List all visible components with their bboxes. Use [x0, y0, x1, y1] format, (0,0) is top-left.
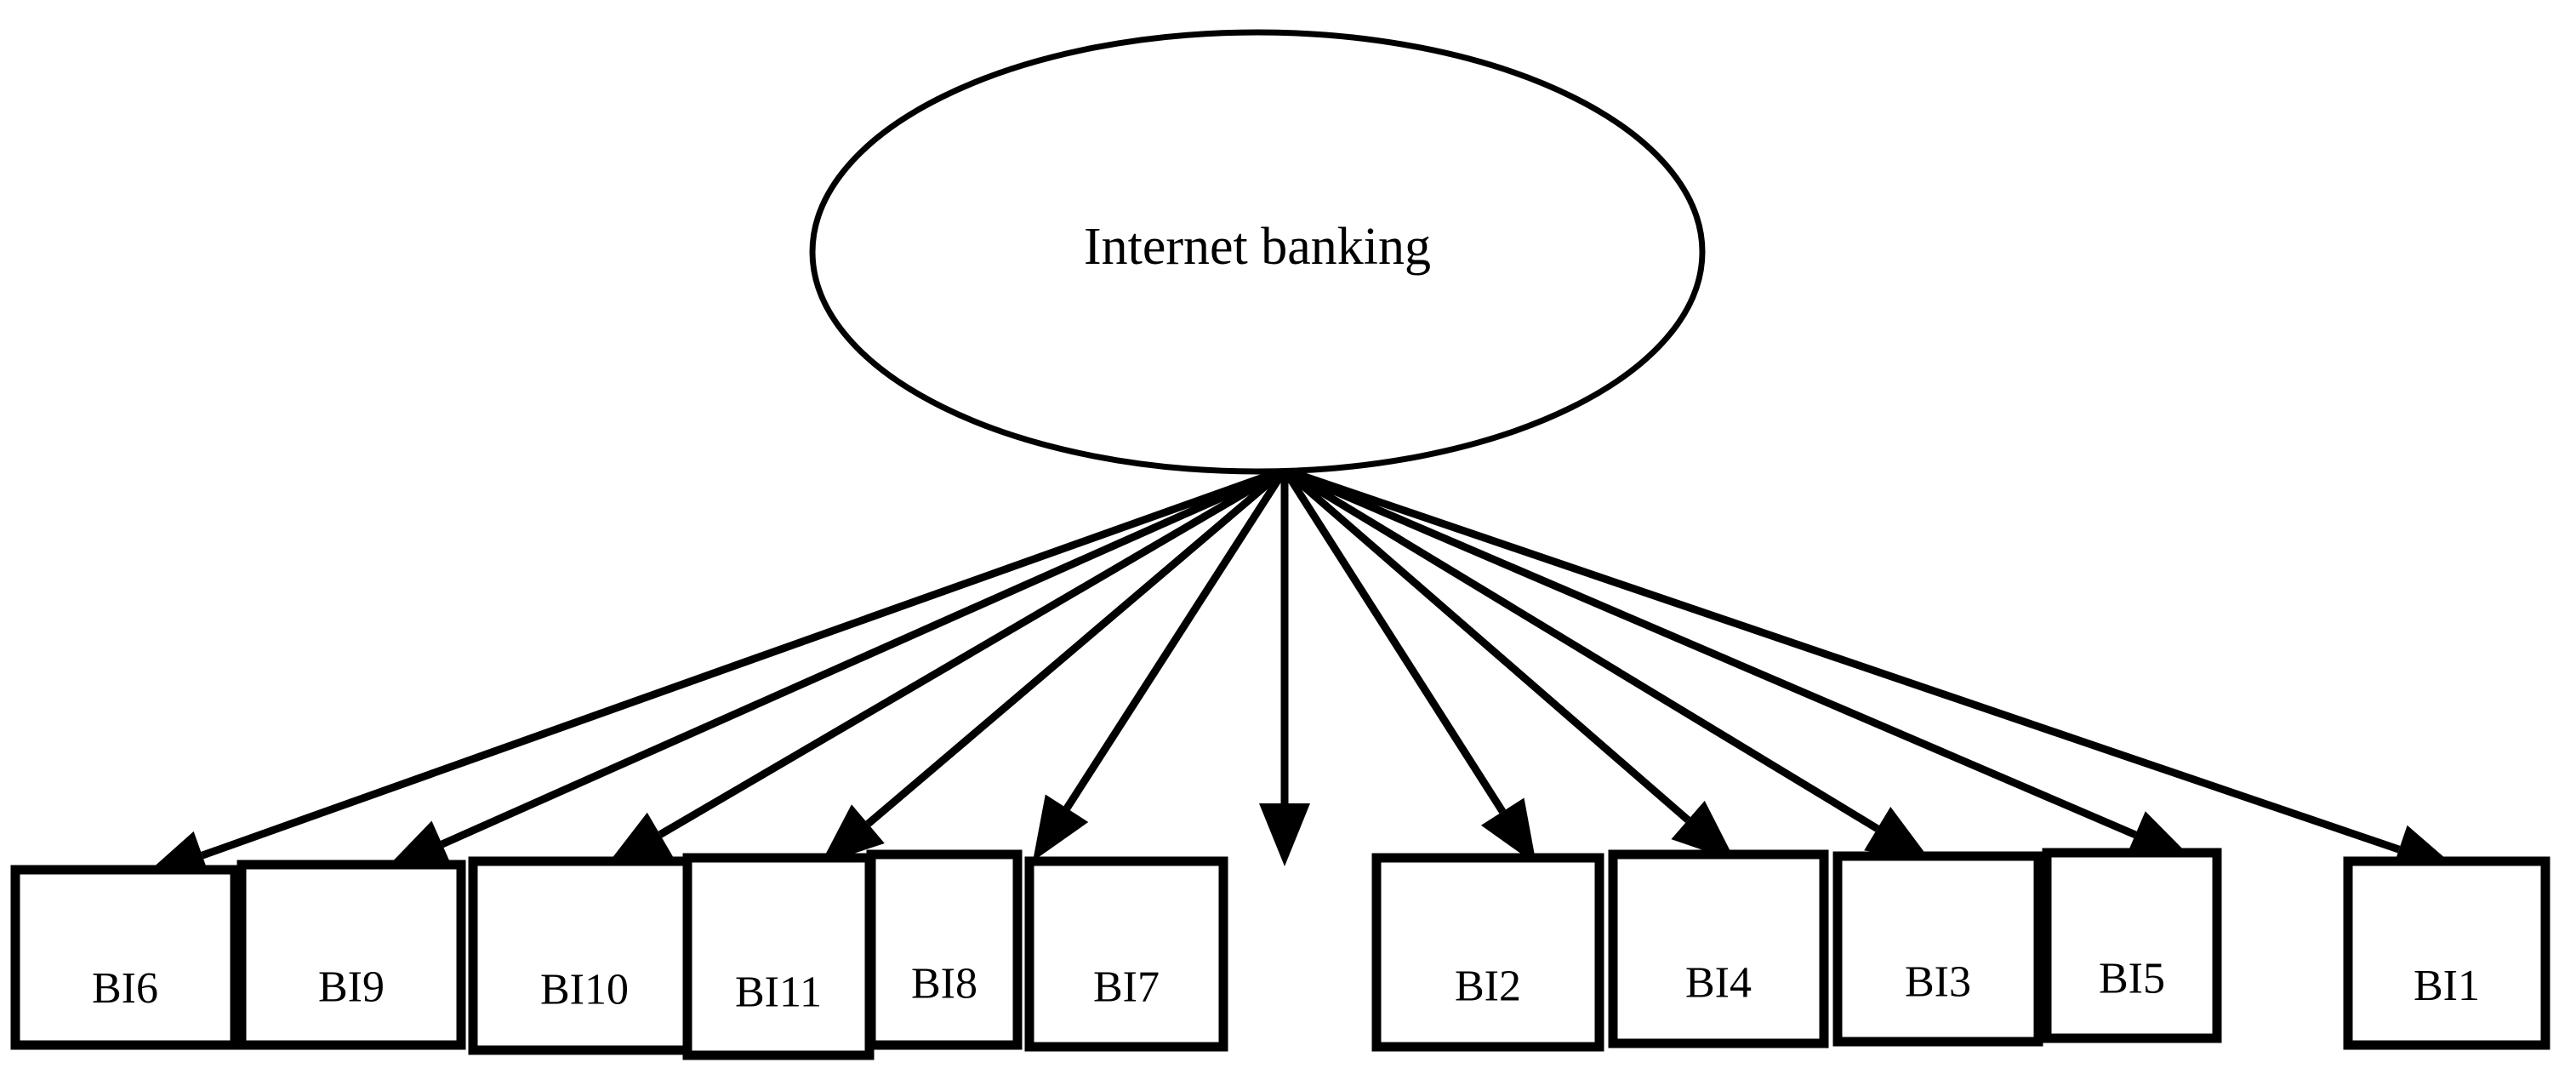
arrow-head-icon-bi5 — [2125, 811, 2193, 860]
arrow-head-icon-bi8 — [1033, 794, 1089, 861]
arrow-head-icon-bi7 — [1259, 803, 1310, 866]
indicator-box-rect-bi3[interactable] — [1832, 851, 2043, 1047]
indicator-label-bi3: BI3 — [1905, 958, 1971, 1007]
indicator-box[interactable]: BI4 — [1608, 849, 1829, 1048]
latent-variable-label: Internet banking — [1084, 218, 1431, 276]
indicator-box[interactable]: BI5 — [2042, 848, 2222, 1043]
arrow-head-icon-bi2 — [1480, 797, 1536, 865]
factor-loading-arrow-bi6[interactable] — [201, 466, 1286, 860]
factor-loading-arrow-bi10[interactable] — [658, 466, 1287, 838]
indicator-box-rect-bi7[interactable] — [1024, 856, 1228, 1052]
factor-loading-arrow-group — [143, 466, 2459, 880]
indicator-box[interactable]: BI8 — [866, 849, 1023, 1050]
indicator-box-rect-bi9[interactable] — [237, 860, 466, 1050]
indicator-box[interactable]: BI11 — [682, 853, 875, 1060]
arrow-head-icon-bi10 — [606, 812, 674, 866]
indicator-label-bi9: BI9 — [318, 963, 385, 1011]
indicator-box-rect-bi5[interactable] — [2042, 848, 2222, 1043]
indicator-label-bi4: BI4 — [1685, 958, 1752, 1007]
arrow-head-icon-bi4 — [1671, 800, 1735, 861]
factor-loading-arrow-bi11[interactable] — [865, 466, 1287, 827]
indicator-label-bi2: BI2 — [1455, 962, 1521, 1010]
indicator-label-bi10: BI10 — [540, 965, 629, 1014]
indicator-box-rect-bi10[interactable] — [468, 856, 701, 1055]
factor-loading-arrow-bi3[interactable] — [1282, 466, 1880, 832]
indicator-label-bi6: BI6 — [92, 964, 158, 1013]
indicator-box[interactable]: BI7 — [1024, 856, 1228, 1052]
indicator-box-rect-bi8[interactable] — [866, 849, 1023, 1050]
indicator-box[interactable]: BI10 — [468, 856, 701, 1055]
indicator-box[interactable]: BI1 — [2343, 856, 2550, 1050]
arrow-head-icon-bi3 — [1864, 807, 1931, 861]
arrow-head-icon-bi9 — [385, 820, 453, 870]
factor-loading-arrow-bi1[interactable] — [1283, 466, 2401, 854]
indicator-box[interactable]: BI6 — [10, 865, 240, 1050]
factor-loading-arrow-bi4[interactable] — [1282, 466, 1691, 823]
indicator-box-group: BI6 BI9 BI10 BI11 BI8 BI7 BI2 BI4 BI3 BI5 BI1 — [10, 848, 2550, 1060]
factor-loading-arrow-bi2[interactable] — [1281, 467, 1506, 814]
indicator-label-bi8: BI8 — [911, 960, 977, 1008]
indicator-label-bi7: BI7 — [1093, 963, 1160, 1012]
indicator-box-rect-bi2[interactable] — [1371, 853, 1604, 1052]
indicator-box-rect-bi6[interactable] — [10, 865, 240, 1050]
indicator-label-bi5: BI5 — [2099, 955, 2165, 1003]
factor-loading-arrow-bi8[interactable] — [1063, 467, 1288, 811]
indicator-box-rect-bi1[interactable] — [2343, 856, 2550, 1050]
factor-loading-arrow-bi5[interactable] — [1283, 466, 2137, 838]
indicator-box[interactable]: BI9 — [237, 860, 466, 1050]
indicator-box[interactable]: BI3 — [1832, 851, 2043, 1047]
indicator-label-bi11: BI11 — [735, 968, 822, 1016]
factor-loading-arrow-bi9[interactable] — [440, 466, 1286, 848]
indicator-box-rect-bi4[interactable] — [1608, 849, 1829, 1048]
latent-variable-ellipse[interactable] — [809, 29, 1706, 475]
indicator-label-bi1: BI1 — [2414, 962, 2480, 1010]
indicator-box[interactable]: BI2 — [1371, 853, 1604, 1052]
indicator-box-rect-bi11[interactable] — [682, 853, 875, 1060]
arrow-head-icon-bi11 — [820, 804, 885, 865]
